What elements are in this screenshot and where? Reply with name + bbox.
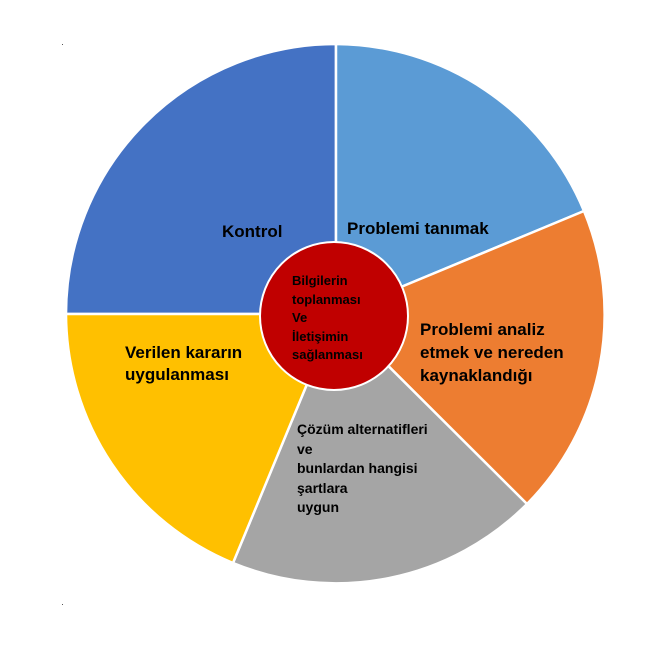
segment-label-verilen-kararin: Verilen kararın uygulanması [125, 343, 243, 384]
segment-label-problemi-analiz: Problemi analiz etmek ve nereden kaynakl… [420, 320, 564, 385]
corner-dot-top [62, 44, 63, 45]
segment-verilen-kararin [64, 312, 338, 565]
segment-kontrol [64, 42, 338, 316]
segment-label-cozum-alternatifleri: Çözüm alternatifleri ve bunlardan hangis… [297, 421, 428, 515]
center-circle [259, 241, 409, 391]
corner-dot-bottom [62, 604, 63, 605]
center-label: Bilgilerin toplanması Ve İletişimin sağl… [292, 273, 363, 362]
segment-problemi-tanimak [334, 42, 586, 316]
segment-cozum-alternatifleri [231, 312, 529, 585]
segment-label-problemi-tanimak: Problemi tanımak [347, 219, 489, 238]
segment-label-kontrol: Kontrol [222, 222, 283, 241]
segment-problemi-analiz [334, 209, 606, 506]
